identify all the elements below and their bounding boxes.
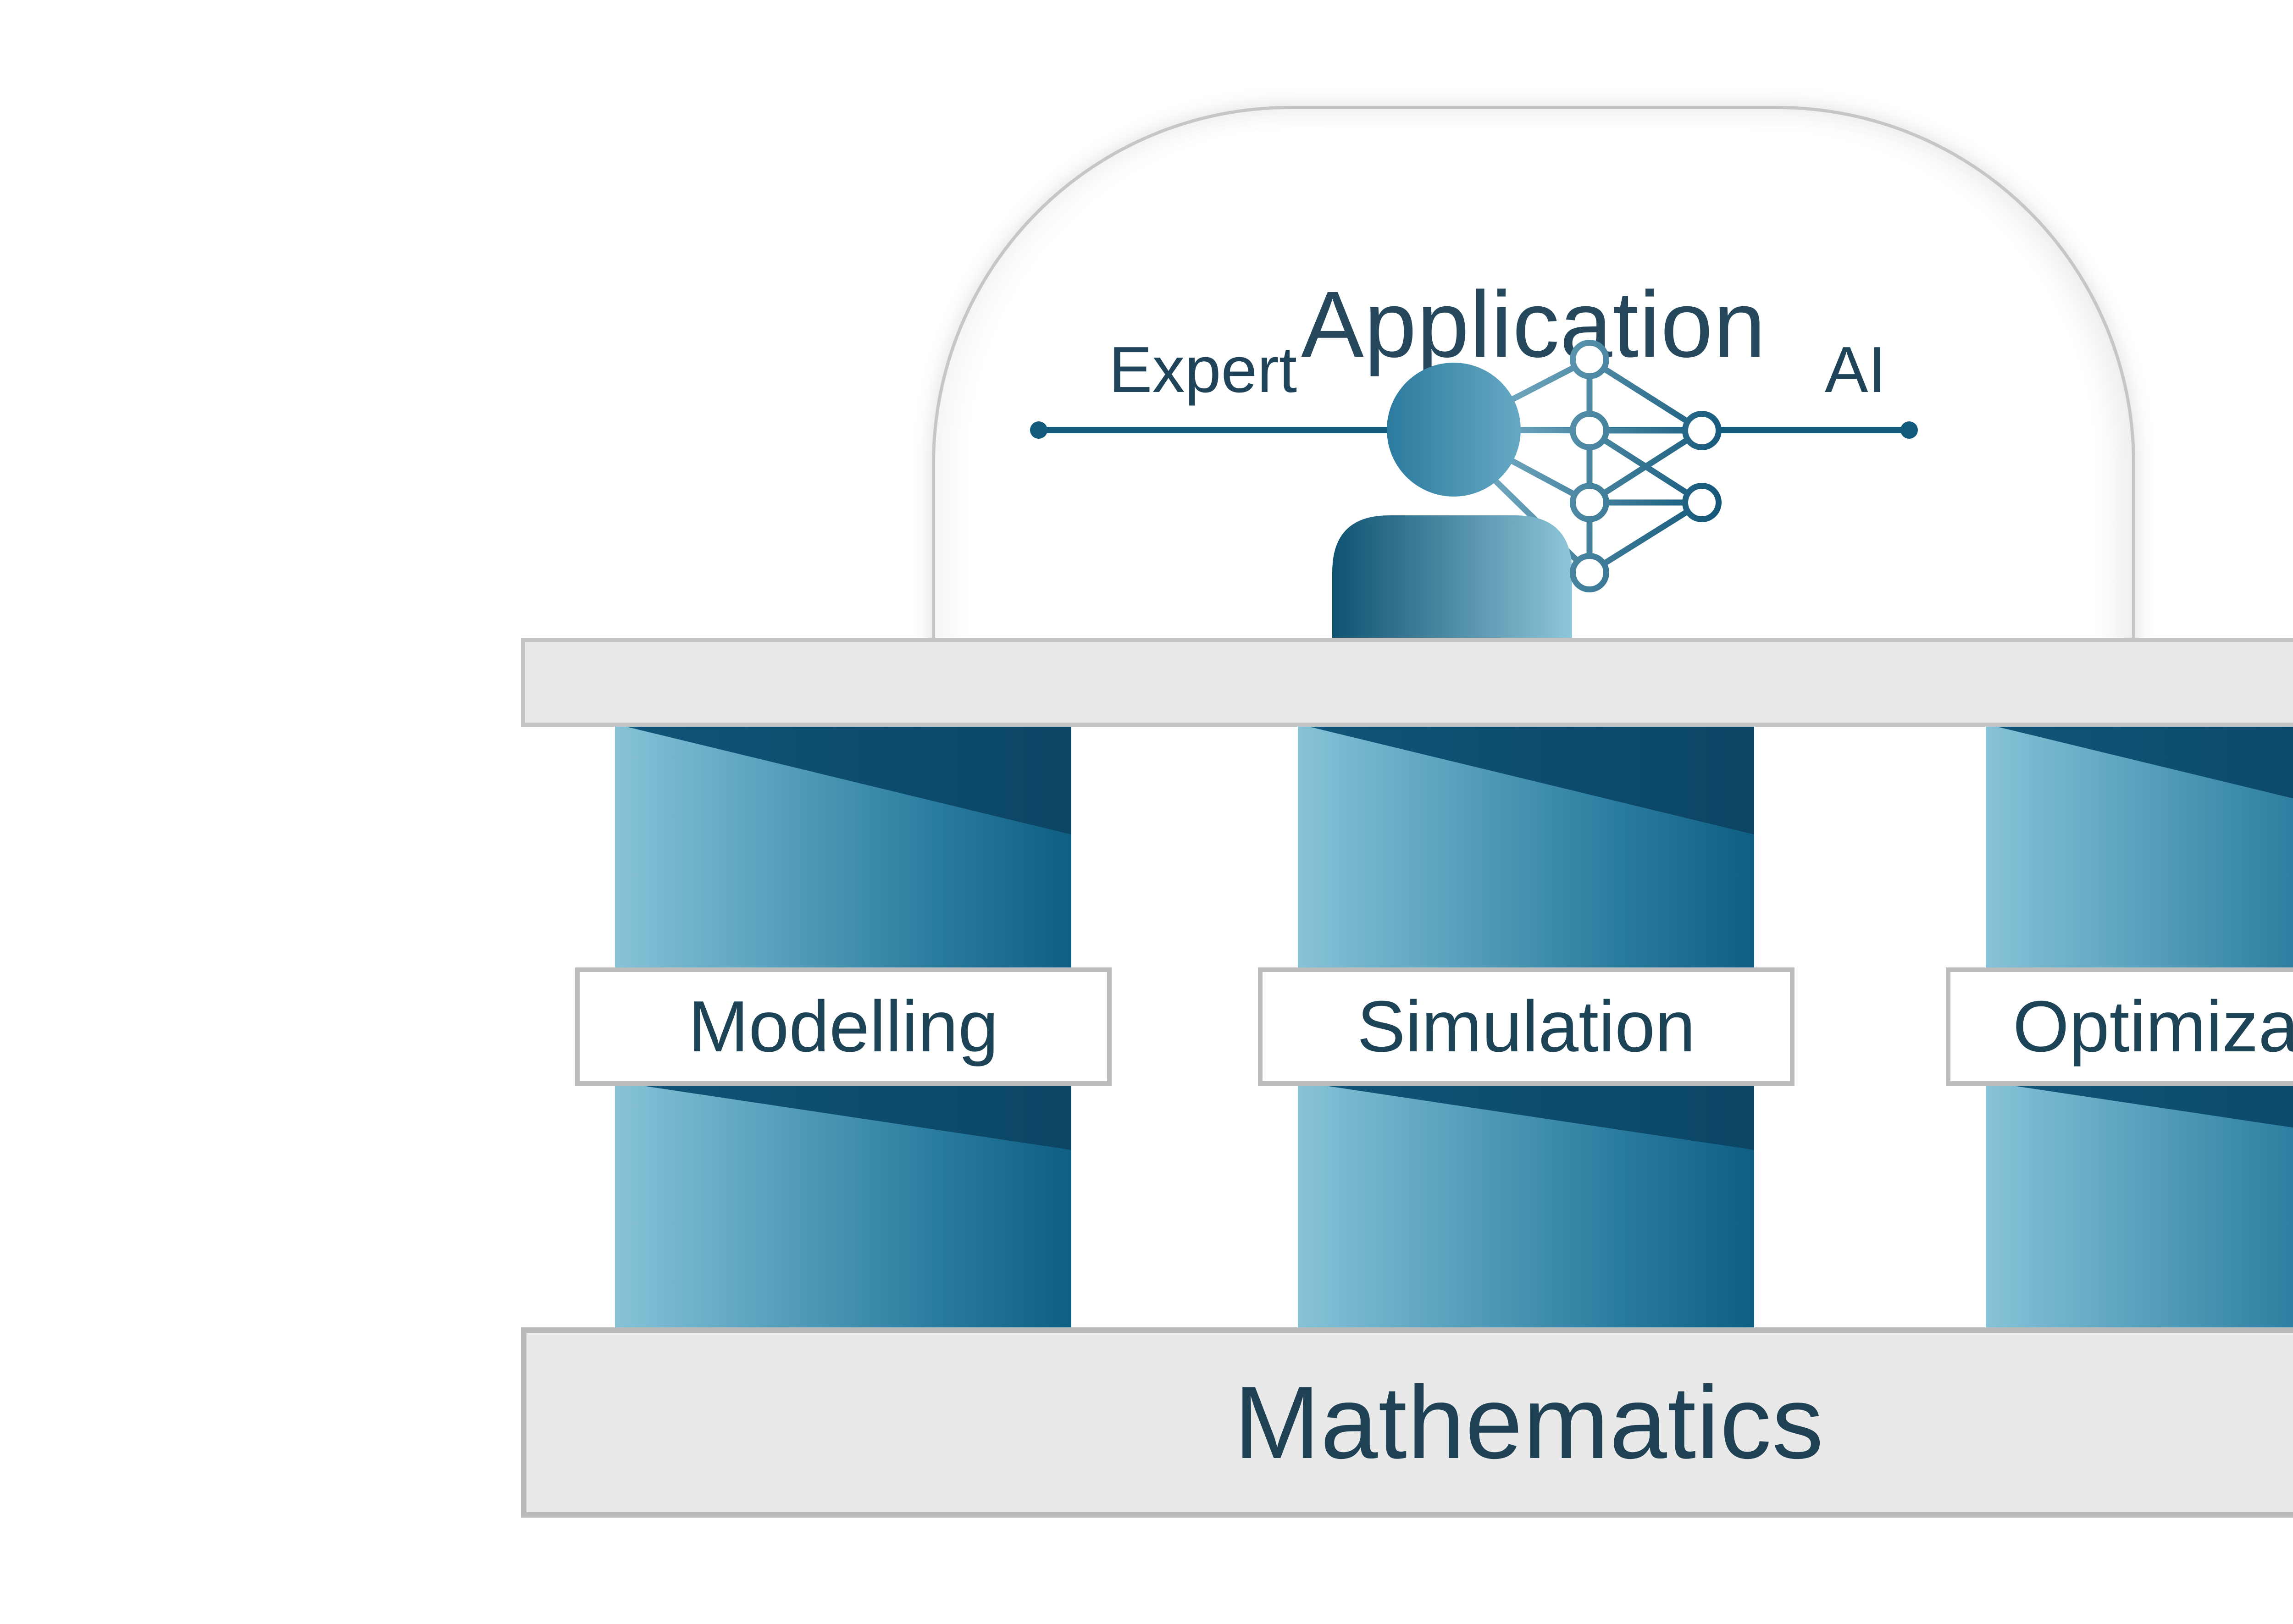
network-node	[1570, 483, 1609, 522]
dome-title: Application	[1301, 272, 1766, 377]
modelling-label: Modelling	[688, 986, 999, 1067]
expert-label: Expert	[1108, 333, 1297, 406]
architrave-bar	[521, 638, 2293, 727]
ai-label: AI	[1824, 333, 1887, 406]
optimization-label-box: Optimization	[1946, 967, 2293, 1086]
network-node	[1570, 553, 1609, 592]
person-body	[1332, 515, 1572, 642]
network-node	[1682, 483, 1722, 522]
expert-endpoint-dot	[1030, 421, 1047, 439]
mathematics-label: Mathematics	[1234, 1364, 1824, 1480]
person-head	[1387, 363, 1521, 497]
mathematics-base: Mathematics	[521, 1327, 2293, 1518]
simulation-label: Simulation	[1357, 986, 1695, 1067]
neural-network-icon	[1570, 340, 1722, 592]
network-node	[1570, 340, 1609, 379]
network-node	[1682, 411, 1722, 450]
ai-endpoint-dot	[1900, 421, 1918, 439]
network-node	[1570, 411, 1609, 450]
person-icon	[1332, 363, 1572, 642]
simulation-label-box: Simulation	[1258, 967, 1795, 1086]
optimization-label: Optimization	[2012, 986, 2293, 1067]
modelling-label-box: Modelling	[575, 967, 1112, 1086]
